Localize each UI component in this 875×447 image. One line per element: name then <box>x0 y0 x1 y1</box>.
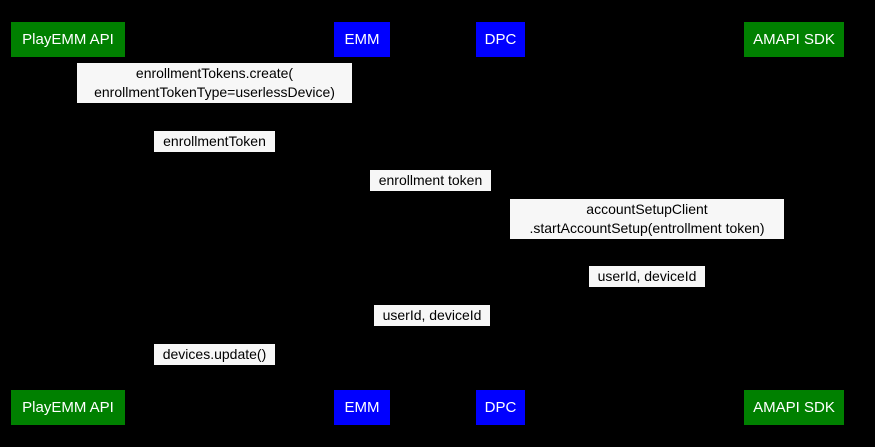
participant-label: AMAPI SDK <box>753 399 835 416</box>
participant-label: AMAPI SDK <box>753 31 835 48</box>
participant-amapi-sdk-bottom[interactable]: AMAPI SDK <box>744 390 844 425</box>
message-line: enrollmentTokens.create( <box>135 65 294 81</box>
participant-playemm-api-bottom[interactable]: PlayEMM API <box>11 390 125 425</box>
arrow-enrollment-token-to-dpc <box>362 196 500 197</box>
message-label-enrollment-token-to-dpc: enrollment token <box>370 170 491 191</box>
message-label-enrollment-token-response: enrollmentToken <box>154 131 275 152</box>
participant-emm-bottom[interactable]: EMM <box>334 390 390 425</box>
arrow-enrollment-token-response <box>68 157 362 158</box>
participant-label: DPC <box>484 399 517 416</box>
participant-playemm-api-top[interactable]: PlayEMM API <box>11 22 125 57</box>
lifeline-emm <box>362 57 363 390</box>
message-label-devices-update: devices.update() <box>154 344 275 365</box>
participant-amapi-sdk-top[interactable]: AMAPI SDK <box>744 22 844 57</box>
arrow-enrollment-tokens-create <box>68 108 362 109</box>
participant-dpc-bottom[interactable]: DPC <box>476 390 525 425</box>
lifeline-playemm-api <box>68 57 69 390</box>
message-line: enrollment token <box>378 172 483 188</box>
message-line: userId, deviceId <box>597 268 697 284</box>
message-label-start-account-setup: accountSetupClient .startAccountSetup(en… <box>510 199 784 239</box>
participant-dpc-top[interactable]: DPC <box>476 22 525 57</box>
arrow-userid-deviceid-to-emm <box>362 331 500 332</box>
participant-label: DPC <box>484 31 517 48</box>
message-line: accountSetupClient <box>586 201 708 217</box>
message-line: .startAccountSetup(entrollment token) <box>529 220 765 236</box>
arrow-userid-deviceid-to-dpc <box>500 292 794 293</box>
participant-label: EMM <box>344 31 380 48</box>
message-label-enrollment-tokens-create: enrollmentTokens.create( enrollmentToken… <box>77 63 352 103</box>
message-line: enrollmentTokenType=userlessDevice) <box>94 84 335 100</box>
message-line: userId, deviceId <box>382 307 482 323</box>
participant-label: PlayEMM API <box>22 399 114 416</box>
message-label-userid-deviceid-to-emm: userId, deviceId <box>374 305 490 326</box>
participant-label: EMM <box>344 399 380 416</box>
arrow-start-account-setup <box>500 245 794 246</box>
message-line: enrollmentToken <box>163 133 266 149</box>
arrow-devices-update <box>68 370 362 371</box>
participant-emm-top[interactable]: EMM <box>334 22 390 57</box>
lifeline-amapi-sdk <box>794 57 795 390</box>
participant-label: PlayEMM API <box>22 31 114 48</box>
message-line: devices.update() <box>162 346 267 362</box>
lifeline-dpc <box>500 57 501 390</box>
message-label-userid-deviceid-to-dpc: userId, deviceId <box>589 266 705 287</box>
